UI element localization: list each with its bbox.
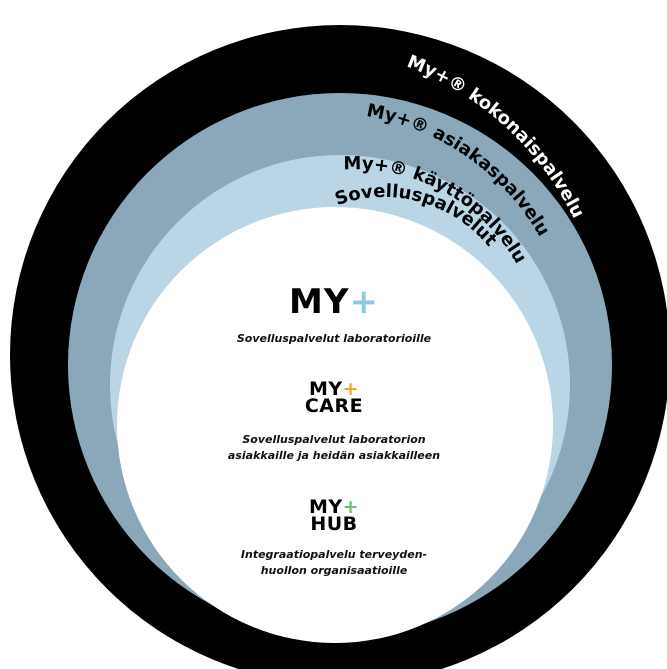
desc-line: Sovelluspalvelut laboratorion (242, 433, 426, 446)
logo-care-bottom: CARE (304, 395, 364, 417)
plus-icon: + (342, 496, 360, 518)
my-care-logo: MY+ CARE (234, 378, 434, 417)
desc-line: huollon organisaatioille (260, 564, 408, 577)
desc-line: asiakkaille ja heidän asiakkailleen (227, 449, 441, 462)
my-hub-description: Integraatiopalvelu terveyden- huollon or… (184, 547, 484, 579)
plus-icon: + (349, 282, 379, 322)
logo-care-top: MY (308, 378, 343, 400)
desc-line: Integraatiopalvelu terveyden- (240, 548, 428, 561)
logo-hub-bottom: HUB (310, 513, 358, 535)
logo-hub-top: MY (308, 496, 343, 518)
my-hub-logo: MY+ HUB (234, 496, 434, 535)
my-plus-description: Sovelluspalvelut laboratorioille (184, 331, 484, 347)
desc-line: Sovelluspalvelut laboratorioille (236, 332, 432, 345)
ring-sovelluspalvelut (117, 207, 553, 643)
my-care-description: Sovelluspalvelut laboratorion asiakkaill… (184, 432, 484, 464)
plus-icon: + (342, 378, 360, 400)
my-plus-logo: MY+ (234, 282, 434, 322)
logo-my-text: MY (289, 282, 350, 322)
